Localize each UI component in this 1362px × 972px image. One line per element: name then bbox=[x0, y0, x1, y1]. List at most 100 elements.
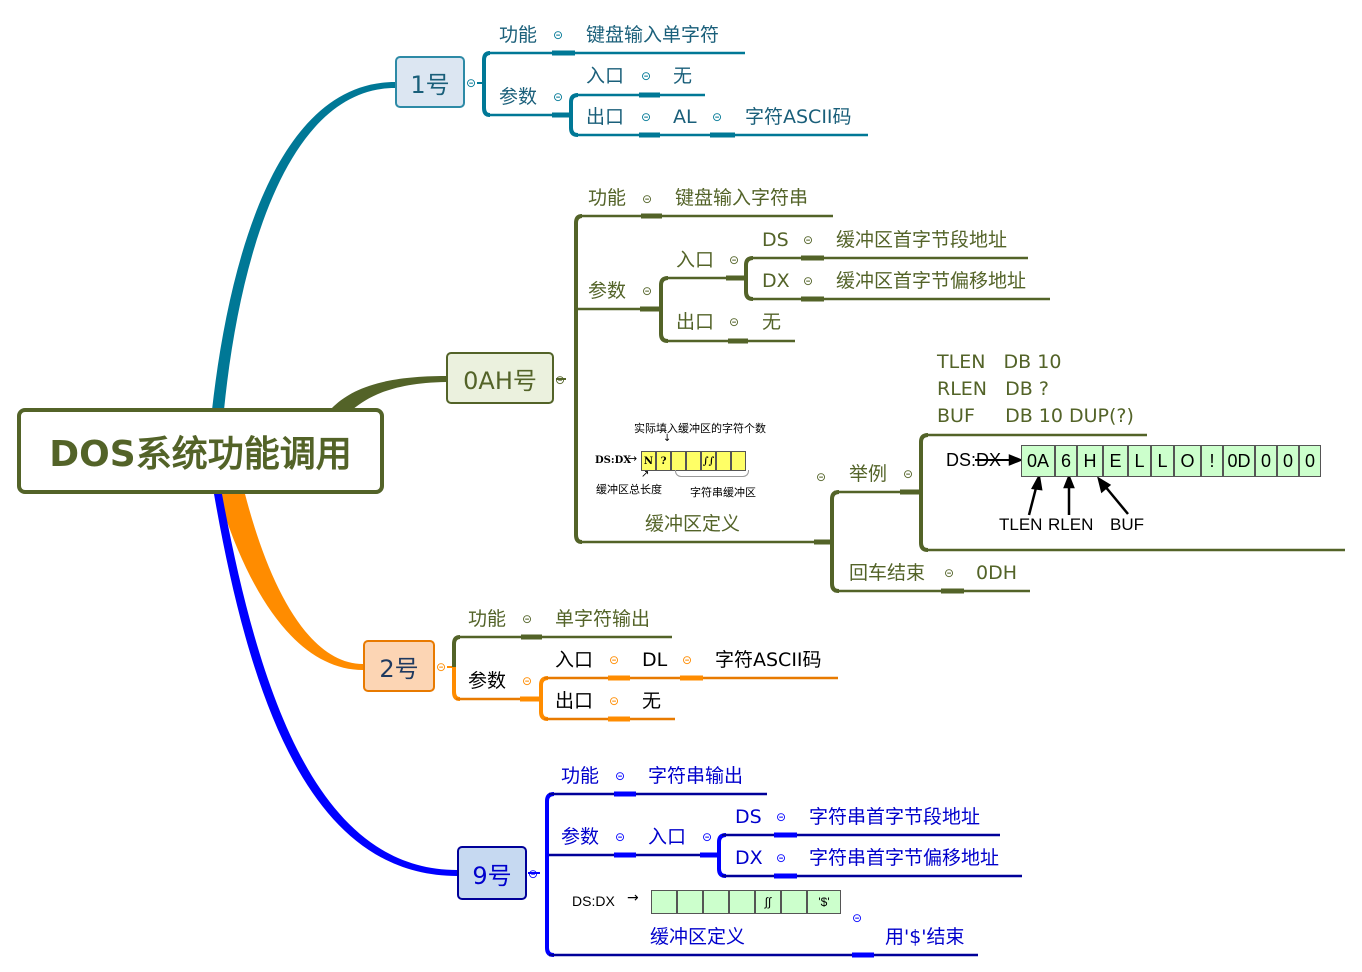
b9-param-key: 参数 bbox=[561, 826, 600, 848]
b9-buf-key: 缓冲区定义 bbox=[650, 926, 746, 948]
collapse-toggle[interactable]: ⊝ bbox=[641, 110, 652, 124]
collapse-toggle[interactable]: ⊝ bbox=[528, 867, 539, 881]
b0a-cr-key: 回车结束 bbox=[849, 562, 926, 584]
b0a-buf-key: 缓冲区定义 bbox=[645, 513, 741, 535]
buf-caption-left: 缓冲区总长度 bbox=[596, 483, 662, 496]
b9-end-val: 用'$'结束 bbox=[885, 926, 965, 948]
collapse-toggle[interactable]: ⊝ bbox=[522, 612, 533, 626]
collapse-toggle[interactable]: ⊝ bbox=[803, 274, 814, 288]
collapse-toggle[interactable]: ⊝ bbox=[615, 769, 626, 783]
buffer-cell: 0 bbox=[1277, 445, 1299, 477]
buffer-cell: ∫∫ bbox=[701, 451, 716, 471]
code-line: RLEN DB ? bbox=[937, 378, 1049, 400]
topic-0ah[interactable]: 0AH号 bbox=[446, 352, 554, 404]
b9-func-key: 功能 bbox=[561, 765, 600, 787]
b1-param-key: 参数 bbox=[499, 86, 538, 108]
collapse-toggle[interactable]: ⊝ bbox=[555, 373, 566, 387]
b0a-param-key: 参数 bbox=[588, 280, 627, 302]
collapse-toggle[interactable]: ⊝ bbox=[642, 192, 653, 206]
example-label-tlen: TLEN bbox=[999, 515, 1043, 534]
buffer-cell bbox=[677, 890, 703, 914]
buffer-cell: L bbox=[1151, 445, 1174, 477]
collapse-toggle[interactable]: ⊝ bbox=[615, 830, 626, 844]
collapse-toggle[interactable]: ⊝ bbox=[436, 660, 447, 674]
root-topic[interactable]: DOS系统功能调用 bbox=[17, 408, 384, 494]
collapse-toggle[interactable]: ⊝ bbox=[776, 810, 787, 824]
buffer-cell bbox=[703, 890, 729, 914]
example-arrows bbox=[975, 454, 1129, 516]
branch-curve-9 bbox=[214, 494, 457, 876]
up-arrow-icon: ↗ bbox=[641, 469, 650, 480]
collapse-toggle[interactable]: ⊝ bbox=[944, 566, 955, 580]
right-arrow-icon: → bbox=[628, 452, 638, 465]
collapse-toggle[interactable]: ⊝ bbox=[729, 315, 740, 329]
buffer-cell: 6 bbox=[1055, 445, 1077, 477]
example-code: TLEN DB 10 RLEN DB ? BUF DB 10 DUP(?) bbox=[937, 351, 1134, 432]
buffer-cell: O bbox=[1174, 445, 1201, 477]
collapse-toggle[interactable]: ⊝ bbox=[609, 694, 620, 708]
b9-buf-pointer: DS:DX bbox=[572, 893, 615, 909]
buffer-cell bbox=[716, 451, 731, 471]
buffer-cell: 0D bbox=[1223, 445, 1255, 477]
collapse-toggle[interactable]: ⊝ bbox=[642, 284, 653, 298]
collapse-toggle[interactable]: ⊝ bbox=[641, 69, 652, 83]
b9-ds-val: 字符串首字节段地址 bbox=[809, 806, 981, 828]
b1-func-key: 功能 bbox=[499, 24, 538, 46]
example-label-rlen: RLEN bbox=[1048, 515, 1094, 534]
topic-9h[interactable]: 9号 bbox=[457, 846, 527, 900]
b9-func-val: 字符串输出 bbox=[648, 765, 744, 787]
buffer-cell: ! bbox=[1201, 445, 1223, 477]
branch-curve-0ah bbox=[332, 376, 446, 410]
root-title: DOS系统功能调用 bbox=[49, 434, 352, 475]
subtree-9-lines bbox=[528, 791, 1022, 958]
buffer-cell bbox=[651, 890, 677, 914]
b0a-dx-val: 缓冲区首字节偏移地址 bbox=[836, 270, 1027, 292]
topic-2h[interactable]: 2号 bbox=[363, 640, 435, 692]
collapse-toggle[interactable]: ⊝ bbox=[852, 911, 863, 925]
buf-top-caption: 实际填入缓冲区的字符个数 bbox=[634, 422, 766, 435]
b2-exit-key: 出口 bbox=[555, 690, 594, 712]
buffer-cell bbox=[671, 451, 686, 471]
b1-entry-key: 入口 bbox=[586, 65, 625, 87]
collapse-toggle[interactable]: ⊝ bbox=[522, 674, 533, 688]
right-arrow-icon: → bbox=[627, 890, 639, 906]
b9-dx-val: 字符串首字节偏移地址 bbox=[809, 847, 1000, 869]
b2-entry-val: 字符ASCII码 bbox=[715, 649, 822, 671]
collapse-toggle[interactable]: ⊝ bbox=[682, 653, 693, 667]
collapse-toggle[interactable]: ⊝ bbox=[609, 653, 620, 667]
b2-func-key: 功能 bbox=[468, 608, 507, 630]
b2-param-key: 参数 bbox=[468, 670, 507, 692]
topic-2h-label: 2号 bbox=[379, 654, 419, 683]
buffer-cell bbox=[781, 890, 807, 914]
b0a-ds-key: DS bbox=[762, 229, 789, 251]
buffer-cell: H bbox=[1077, 445, 1103, 477]
collapse-toggle[interactable]: ⊝ bbox=[466, 76, 477, 90]
buffer-cell: N bbox=[641, 451, 656, 471]
buffer-cell: E bbox=[1103, 445, 1128, 477]
branch-curve-2 bbox=[218, 494, 363, 670]
collapse-toggle[interactable]: ⊝ bbox=[729, 253, 740, 267]
collapse-toggle[interactable]: ⊝ bbox=[712, 110, 723, 124]
b0a-cr-val: 0DH bbox=[976, 562, 1018, 584]
buffer-cell bbox=[731, 451, 746, 471]
collapse-toggle[interactable]: ⊝ bbox=[553, 28, 564, 42]
buffer-cell: '$' bbox=[807, 890, 841, 914]
collapse-toggle[interactable]: ⊝ bbox=[903, 467, 914, 481]
topic-9h-label: 9号 bbox=[472, 861, 512, 890]
collapse-toggle[interactable]: ⊝ bbox=[776, 851, 787, 865]
buffer-cell: 0A bbox=[1021, 445, 1055, 477]
b0a-entry-key: 入口 bbox=[676, 249, 715, 271]
subtree-2-lines bbox=[447, 634, 838, 722]
brace-icon bbox=[675, 470, 749, 477]
b1-func-val: 键盘输入单字符 bbox=[586, 24, 720, 46]
b2-exit-val: 无 bbox=[642, 690, 662, 712]
collapse-toggle[interactable]: ⊝ bbox=[553, 90, 564, 104]
collapse-toggle[interactable]: ⊝ bbox=[816, 470, 827, 484]
topic-1h[interactable]: 1号 bbox=[395, 56, 465, 108]
b2-entry-reg: DL bbox=[642, 649, 668, 671]
buffer-cell bbox=[729, 890, 755, 914]
collapse-toggle[interactable]: ⊝ bbox=[803, 233, 814, 247]
collapse-toggle[interactable]: ⊝ bbox=[702, 830, 713, 844]
buf-cells: N?∫∫ bbox=[641, 451, 746, 471]
